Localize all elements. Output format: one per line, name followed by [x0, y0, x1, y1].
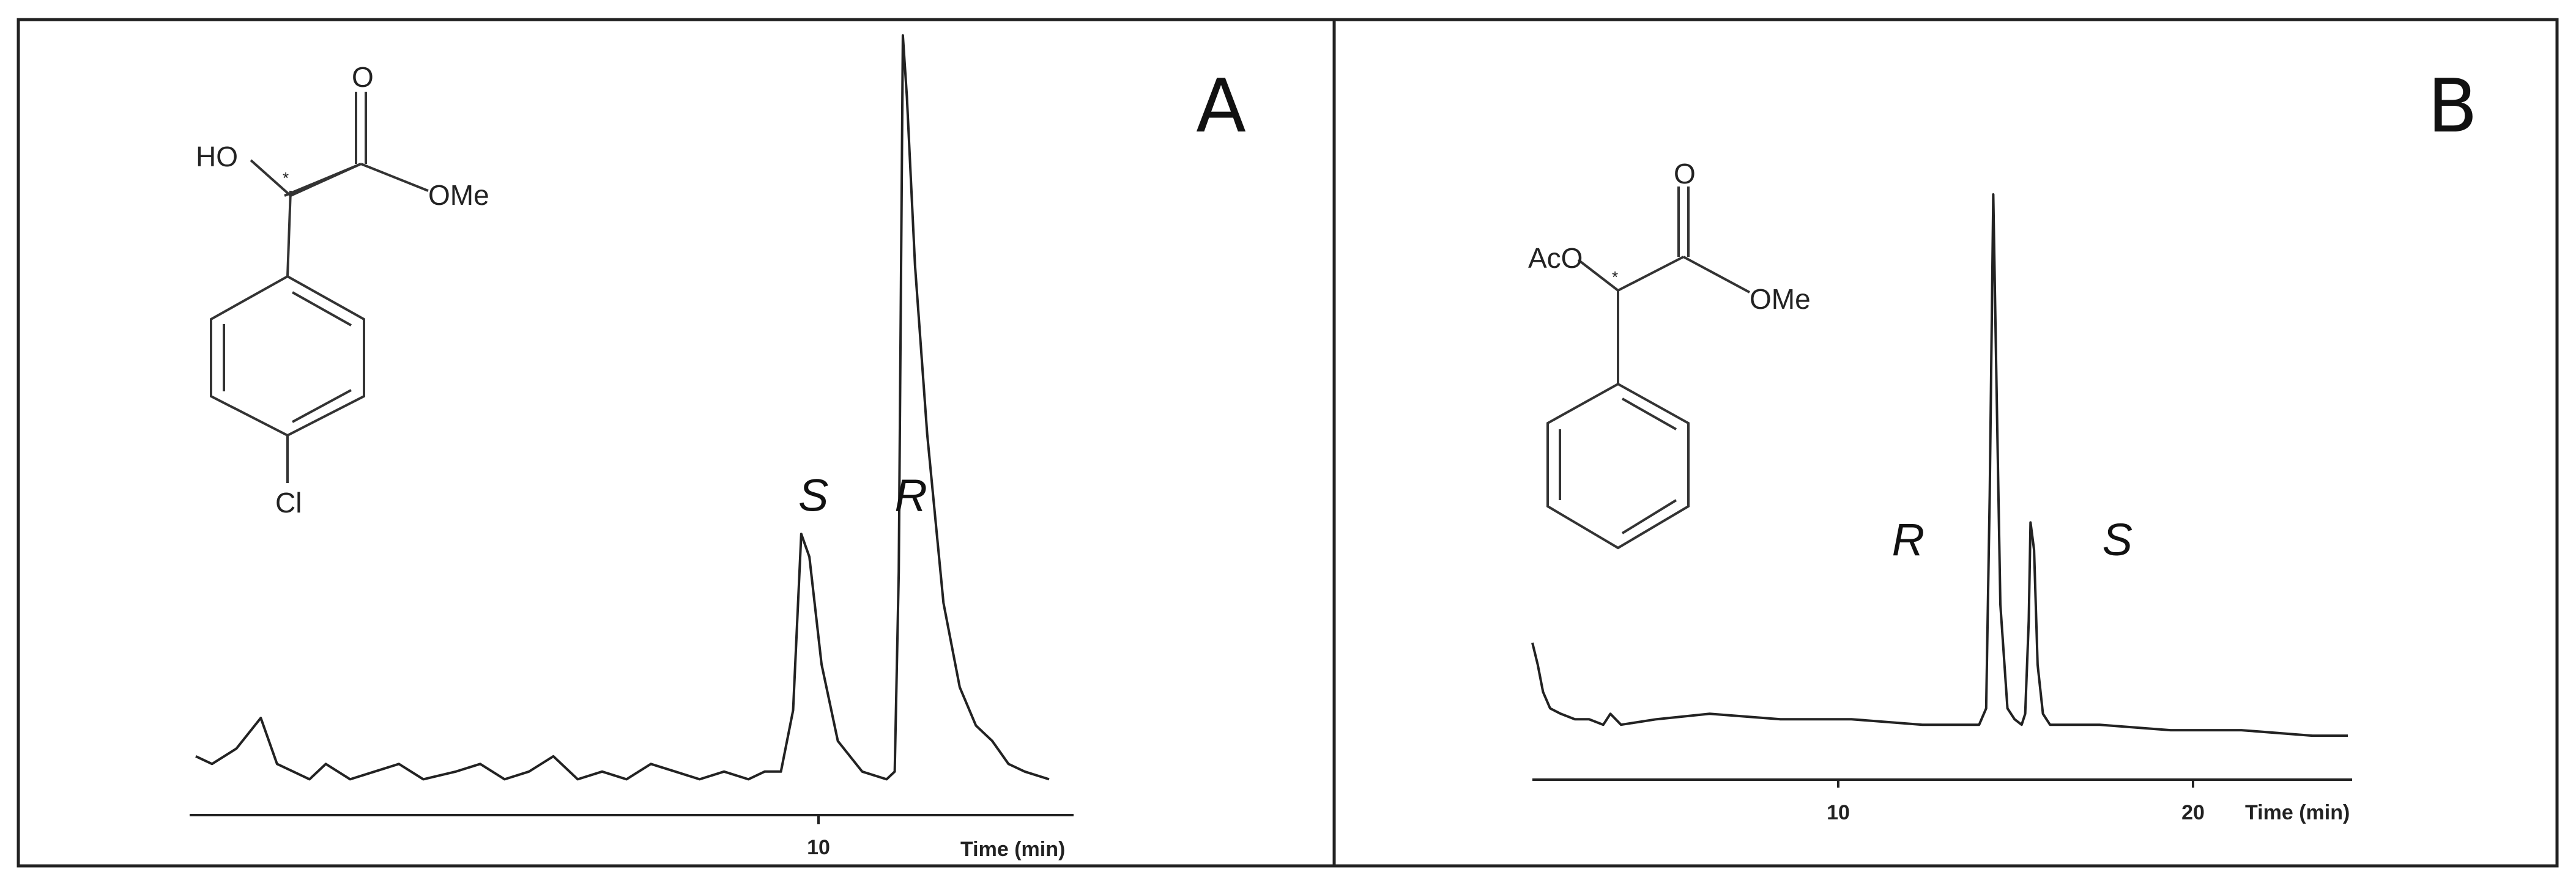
bond — [290, 163, 362, 197]
panel-b-letter: B — [2427, 64, 2478, 149]
peak-label-r: R — [894, 470, 927, 521]
panel-b-structure: O AcO OMe * — [1528, 158, 1811, 550]
atom-o: O — [1674, 158, 1696, 190]
benzene-ring — [1546, 382, 1690, 550]
panel-a-x-axis-label: Time (min) — [960, 838, 1065, 861]
panel-a-tick-label: 10 — [807, 836, 830, 859]
bond — [1577, 259, 1619, 292]
panel-b-tick-label: 20 — [2181, 801, 2205, 824]
atom-cl: Cl — [275, 487, 302, 519]
panel-b-x-axis-label: Time (min) — [2245, 801, 2350, 824]
atom-ho: HO — [196, 141, 238, 172]
panel-b-trace — [1531, 193, 2348, 737]
panel-a-letter: A — [1196, 64, 1246, 149]
bond — [286, 190, 292, 277]
bond — [360, 163, 429, 192]
atom-aco: AcO — [1528, 242, 1583, 274]
bond — [292, 291, 352, 327]
peak-label-r: R — [1892, 514, 1925, 565]
peak-label-s: S — [2103, 514, 2132, 565]
bond — [1621, 499, 1677, 534]
bond — [1683, 256, 1750, 294]
panel-a-trace — [195, 34, 1050, 781]
panel-a-structure: O HO OMe * Cl — [196, 61, 489, 519]
figure-frame — [17, 18, 2559, 868]
atom-o: O — [352, 61, 374, 93]
bond — [250, 159, 292, 197]
bond — [1617, 256, 1684, 292]
benzene-ring — [210, 275, 365, 437]
atom-ome: OMe — [428, 179, 489, 211]
stereocenter-star: * — [283, 169, 289, 187]
atom-ome: OMe — [1750, 283, 1811, 315]
peak-label-s: S — [798, 470, 828, 521]
bond — [292, 389, 352, 423]
bond — [1622, 397, 1677, 430]
stereocenter-star: * — [1612, 268, 1618, 286]
panel-b-tick-label: 10 — [1827, 801, 1850, 824]
